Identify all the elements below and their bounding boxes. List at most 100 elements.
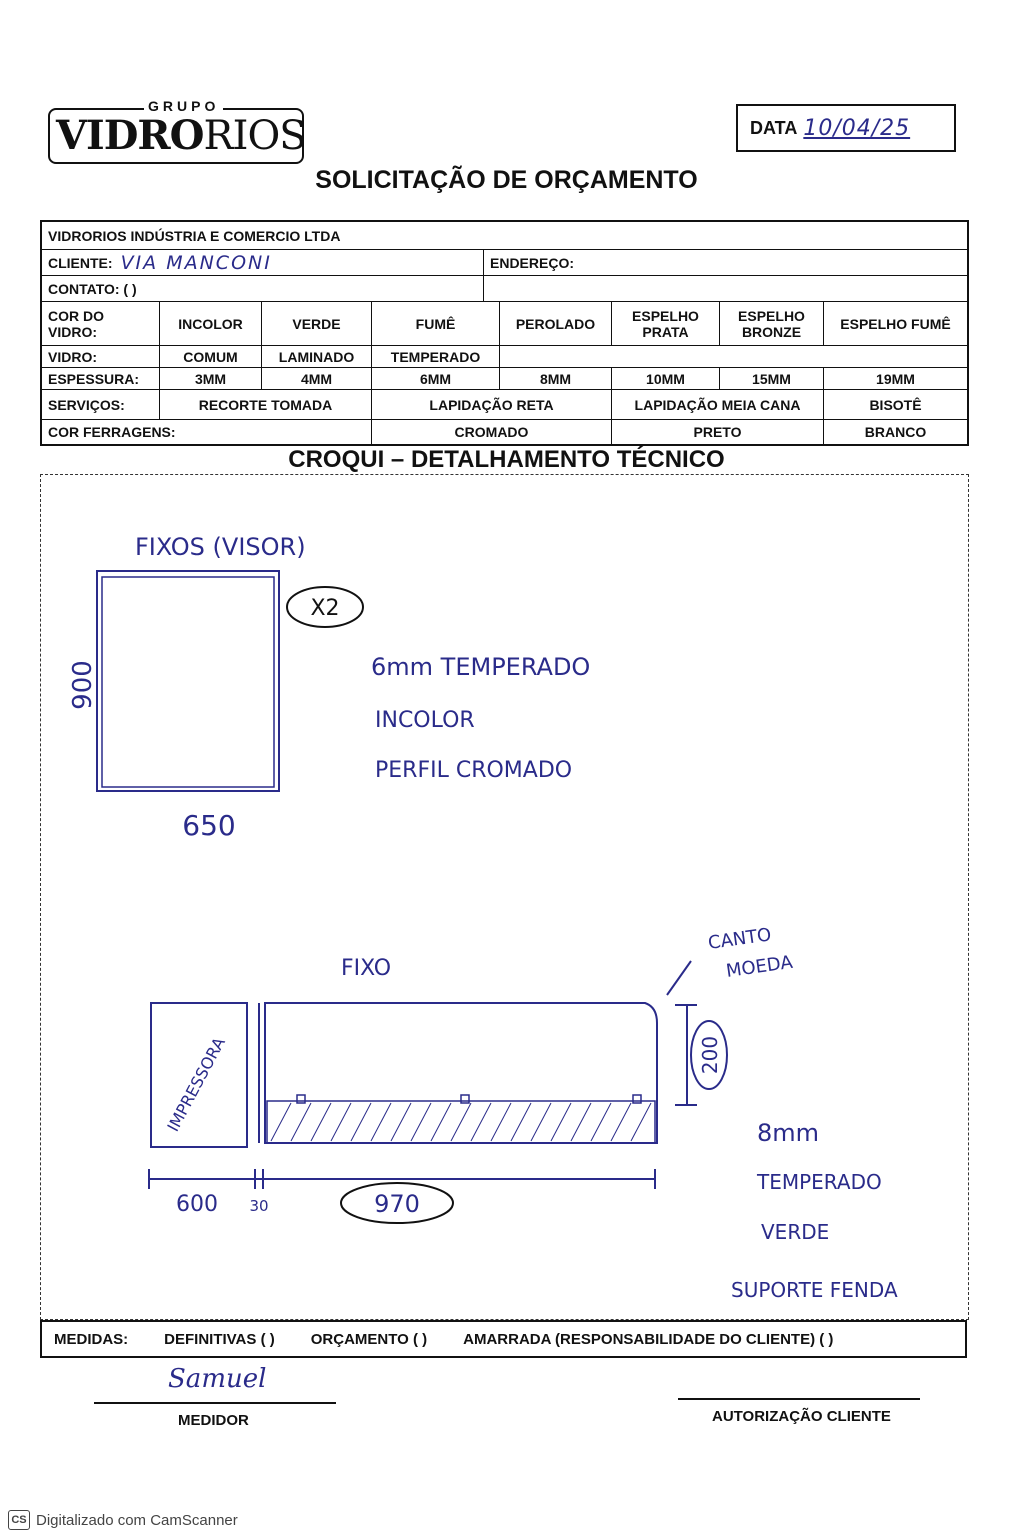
measurer-signature-line <box>94 1402 336 1404</box>
camscanner-icon: CS <box>8 1510 30 1530</box>
printer-label: IMPRESSORA <box>163 1034 228 1135</box>
glass-type-blank <box>500 346 967 367</box>
color-label: COR DO VIDRO: <box>42 302 160 345</box>
logo-name: VIDRORIOS <box>56 112 307 159</box>
dimension-glass-circle <box>340 1182 454 1224</box>
hardware-label: COR FERRAGENS: <box>42 420 372 444</box>
contact-field: CONTATO: ( ) <box>42 276 484 301</box>
contact-blank <box>484 276 967 301</box>
service-lapidacao-reta: LAPIDAÇÃO RETA <box>372 390 612 419</box>
form-row-hardware: COR FERRAGENS: CROMADO PRETO BRANCO <box>42 420 967 444</box>
form-row-thickness: ESPESSURA: 3MM 4MM 6MM 8MM 10MM 15MM 19M… <box>42 368 967 390</box>
dimension-glass: 970 <box>374 1190 420 1218</box>
measurements-label: MEDIDAS: <box>54 1330 129 1348</box>
color-option-fume: FUMÊ <box>372 302 500 345</box>
form-row-color: COR DO VIDRO: INCOLOR VERDE FUMÊ PEROLAD… <box>42 302 967 346</box>
color-option-verde: VERDE <box>262 302 372 345</box>
corner-pointer-line <box>666 960 692 996</box>
scanner-text: Digitalizado com CamScanner <box>36 1511 238 1529</box>
printer-box <box>150 1002 248 1148</box>
scanner-footer: CS Digitalizado com CamScanner <box>8 1510 238 1530</box>
date-value: 10/04/25 <box>803 115 911 141</box>
thickness-6mm: 6MM <box>372 368 500 389</box>
counter-supports <box>296 1094 642 1104</box>
thickness-15mm: 15MM <box>720 368 824 389</box>
sketch2-note-type: TEMPERADO <box>756 1170 882 1194</box>
counter-glass-outline <box>264 1002 658 1144</box>
request-form: VIDRORIOS INDÚSTRIA E COMERCIO LTDA CLIE… <box>40 220 969 446</box>
date-label: DATA <box>750 117 798 138</box>
measurer-label: MEDIDOR <box>178 1412 249 1429</box>
sketch1-note-thickness: 6mm TEMPERADO <box>371 653 590 681</box>
croqui-title: CROQUI – DETALHAMENTO TÉCNICO <box>288 446 725 473</box>
sketch1-width: 650 <box>182 809 235 842</box>
service-recorte-tomada: RECORTE TOMADA <box>160 390 372 419</box>
services-label: SERVIÇOS: <box>42 390 160 419</box>
thickness-19mm: 19MM <box>876 370 915 387</box>
glass-type-label: VIDRO: <box>42 346 160 367</box>
glass-type-comum: COMUM <box>160 346 262 367</box>
thickness-label: ESPESSURA: <box>42 368 160 389</box>
service-bisote: BISOTÊ <box>869 396 922 413</box>
color-option-espelho-prata: ESPELHO PRATA <box>612 302 720 345</box>
thickness-4mm: 4MM <box>262 368 372 389</box>
measurer-signature: Samuel <box>168 1364 267 1394</box>
hardware-cromado: CROMADO <box>372 420 612 444</box>
client-field: CLIENTE: VIA MANCONI <box>42 250 484 275</box>
measurements-row: MEDIDAS: DEFINITIVAS ( ) ORÇAMENTO ( ) A… <box>40 1320 967 1358</box>
measurements-definitive: DEFINITIVAS ( ) <box>164 1330 275 1348</box>
date-box: DATA 10/04/25 <box>736 104 956 152</box>
form-row-glass-type: VIDRO: COMUM LAMINADO TEMPERADO <box>42 346 967 368</box>
client-signature-line <box>678 1398 920 1400</box>
sketch2-note-support: SUPORTE FENDA <box>731 1278 898 1302</box>
color-option-espelho-fume: ESPELHO FUMÊ <box>840 315 951 332</box>
sketch1-panel-outer <box>96 570 280 792</box>
service-lapidacao-meia-cana: LAPIDAÇÃO MEIA CANA <box>612 390 824 419</box>
dimension-gap: 30 <box>249 1197 268 1215</box>
client-value: VIA MANCONI <box>120 251 272 274</box>
sketch1-label: FIXOS (VISOR) <box>135 533 306 561</box>
sketch2-note-color: VERDE <box>761 1220 829 1244</box>
dimension-printer: 600 <box>176 1192 218 1217</box>
color-option-incolor: INCOLOR <box>160 302 262 345</box>
counter-base-hatch <box>270 1102 652 1142</box>
sketch2-note-thickness: 8mm <box>757 1119 819 1147</box>
address-label: ENDEREÇO: <box>490 254 575 271</box>
client-label: CLIENTE: <box>48 254 113 271</box>
hardware-branco: BRANCO <box>864 424 927 440</box>
hardware-preto: PRETO <box>612 420 824 444</box>
thickness-10mm: 10MM <box>612 368 720 389</box>
form-row-company: VIDRORIOS INDÚSTRIA E COMERCIO LTDA <box>42 222 967 250</box>
logo-group-text: GRUPO <box>144 98 224 114</box>
color-option-espelho-bronze: ESPELHO BRONZE <box>720 302 824 345</box>
glass-type-laminado: LAMINADO <box>262 346 372 367</box>
glass-type-temperado: TEMPERADO <box>372 346 500 367</box>
client-authorization-label: AUTORIZAÇÃO CLIENTE <box>712 1408 891 1425</box>
company-name: VIDRORIOS INDÚSTRIA E COMERCIO LTDA <box>48 227 341 244</box>
sketch2-corner-note-1: CANTO <box>707 924 773 954</box>
sketch1-quantity: X2 <box>310 596 339 621</box>
company-logo: GRUPO VIDRORIOS <box>48 98 307 164</box>
sketch2-label: FIXO <box>341 956 391 981</box>
sketch2-corner-note-2: MOEDA <box>725 952 795 982</box>
contact-label: CONTATO: ( ) <box>48 280 137 297</box>
sketch2-height: 200 <box>698 1036 722 1074</box>
color-option-perolado: PEROLADO <box>500 302 612 345</box>
page-title: SOLICITAÇÃO DE ORÇAMENTO <box>315 166 698 194</box>
form-row-contact: CONTATO: ( ) <box>42 276 967 302</box>
measurements-quote: ORÇAMENTO ( ) <box>310 1330 428 1348</box>
sketch1-height: 900 <box>68 660 98 710</box>
logo-name-bold: VIDRO <box>56 112 205 159</box>
sketch1-note-color: INCOLOR <box>375 708 475 733</box>
thickness-8mm: 8MM <box>500 368 612 389</box>
sketch1-quantity-circle <box>286 586 364 628</box>
form-row-client: CLIENTE: VIA MANCONI ENDEREÇO: <box>42 250 967 276</box>
thickness-3mm: 3MM <box>160 368 262 389</box>
croqui-area: FIXOS (VISOR) X2 900 650 6mm TEMPERADO I… <box>40 474 969 1320</box>
sketch1-panel-inner <box>101 576 275 788</box>
technical-sketch: FIXOS (VISOR) X2 900 650 6mm TEMPERADO I… <box>68 533 898 1302</box>
measurements-tied: AMARRADA (RESPONSABILIDADE DO CLIENTE) (… <box>463 1330 834 1348</box>
address-field: ENDEREÇO: <box>484 250 967 275</box>
form-row-services: SERVIÇOS: RECORTE TOMADA LAPIDAÇÃO RETA … <box>42 390 967 420</box>
logo-name-thin: RIOS <box>203 113 307 159</box>
